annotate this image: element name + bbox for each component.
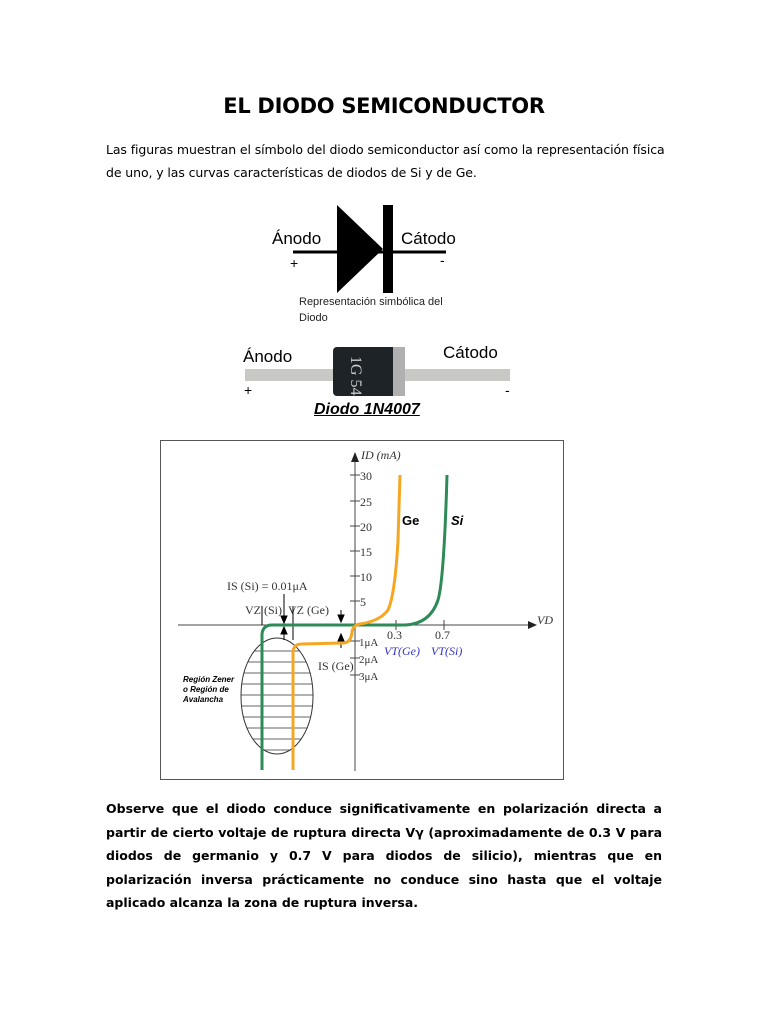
y-tick-label: 5	[360, 595, 366, 609]
zener-label-2: o Región de	[183, 685, 229, 694]
y-tick-label: 30	[360, 469, 372, 483]
si-curve-label: Si	[451, 513, 464, 528]
y-tick-label: 10	[360, 570, 372, 584]
diode-marking: 1G 54	[347, 356, 364, 396]
zener-label-1: Región Zener	[183, 675, 235, 684]
neg-tick-label: 3μA	[359, 671, 378, 683]
photo-diode-body	[333, 347, 405, 396]
intro-line-2: de uno, y las curvas características de …	[106, 165, 477, 180]
symbol-cathode-label: Cátodo	[401, 229, 456, 248]
page-title: EL DIODO SEMICONDUCTOR	[223, 94, 545, 118]
diode-symbol-figure: 1G 54	[245, 205, 510, 396]
photo-minus: -	[505, 382, 510, 398]
x-tick-label: 0.7	[435, 628, 450, 642]
y-ticks	[350, 474, 445, 676]
photo-caption: Diodo 1N4007	[314, 401, 420, 418]
symbol-caption-1: Representación simbólica del	[299, 296, 443, 308]
x-axis-label: VD	[537, 613, 553, 627]
annotation-arrows	[261, 594, 345, 648]
photo-anode-label: Ánodo	[243, 347, 293, 366]
is-si-label: IS (Si) = 0.01μA	[227, 579, 308, 593]
si-curve	[260, 474, 449, 770]
cathode-bar	[383, 205, 393, 293]
vt-ge-label: VT(Ge)	[384, 644, 420, 658]
ge-curve-label: Ge	[402, 513, 419, 528]
symbol-plus: +	[290, 255, 299, 271]
intro-line-1: Las figuras muestran el símbolo del diod…	[106, 142, 665, 157]
x-axis-arrow	[528, 621, 537, 629]
x-tick-label: 0.3	[387, 628, 402, 642]
zener-region-ellipse	[240, 637, 314, 755]
y-tick-label: 20	[360, 520, 372, 534]
conclusion-paragraph: Observe que el diodo conduce significati…	[106, 801, 662, 910]
photo-cathode-label: Cátodo	[443, 343, 498, 362]
neg-tick-label: 2μA	[359, 654, 378, 666]
symbol-anode-label: Ánodo	[272, 229, 322, 248]
neg-tick-label: 1μA	[359, 637, 378, 649]
y-tick-label: 15	[360, 545, 372, 559]
anode-triangle	[337, 205, 383, 293]
cathode-band	[393, 347, 405, 396]
zener-region-hatch	[241, 650, 313, 751]
is-ge-label: IS (Ge)	[318, 659, 354, 673]
zener-label-3: Avalancha	[182, 695, 224, 704]
y-tick-label: 25	[360, 495, 372, 509]
y-axis-arrow	[351, 452, 359, 462]
symbol-minus: -	[440, 252, 445, 268]
vt-si-label: VT(Si)	[431, 644, 462, 658]
y-axis-label: ID (mA)	[360, 448, 401, 462]
vz-ge-label: VZ (Ge)	[288, 603, 329, 617]
ge-curve	[291, 474, 402, 770]
symbol-caption-2: Diodo	[299, 312, 328, 324]
vz-si-label: VZ (Si)	[245, 603, 282, 617]
graph-frame	[160, 440, 564, 780]
photo-plus: +	[244, 382, 253, 398]
